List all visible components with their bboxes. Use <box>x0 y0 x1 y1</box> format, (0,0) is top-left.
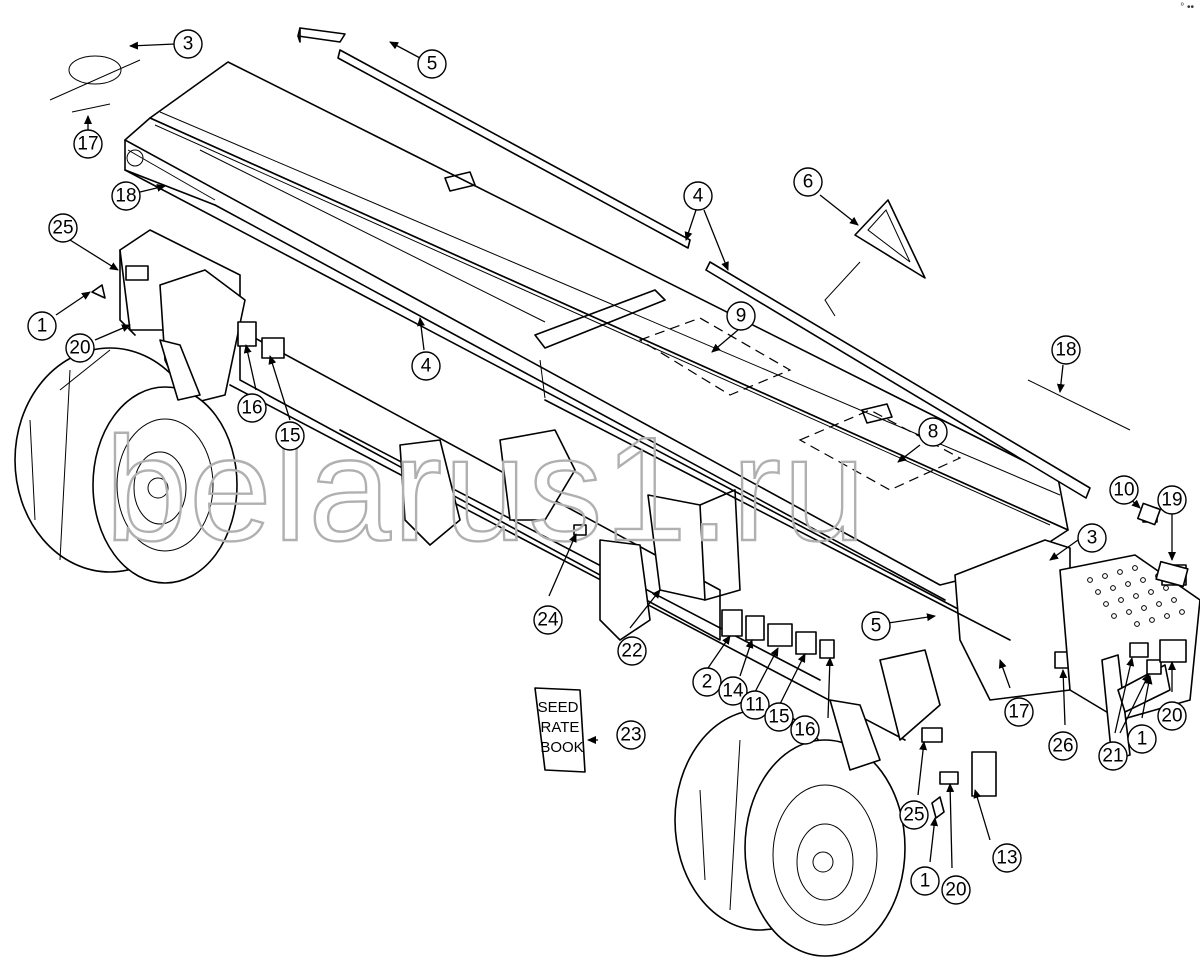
callout-1-left: 1 <box>27 311 57 341</box>
seed-rate-book-line1: SEED <box>538 699 579 716</box>
svg-text:25: 25 <box>52 218 73 239</box>
callout-26: 26 <box>1048 731 1078 761</box>
svg-text:18: 18 <box>115 186 136 207</box>
right-wheel-assembly <box>674 649 941 957</box>
svg-text:21: 21 <box>1102 746 1123 767</box>
callout-15-right: 15 <box>764 702 794 732</box>
callout-25-right: 25 <box>899 800 929 830</box>
callout-4-strips: 4 <box>683 181 713 211</box>
callout-3-right: 3 <box>1077 523 1107 553</box>
svg-text:15: 15 <box>279 426 300 447</box>
callout-21: 21 <box>1098 741 1128 771</box>
svg-text:6: 6 <box>803 172 814 193</box>
svg-text:3: 3 <box>183 34 194 55</box>
callout-17-right: 17 <box>1004 697 1034 727</box>
callout-19: 19 <box>1157 485 1187 515</box>
callout-16-left: 16 <box>237 393 267 423</box>
decal-strip <box>721 609 835 659</box>
callout-6-triangle: 6 <box>793 167 823 197</box>
callout-9-decal: 9 <box>726 301 756 331</box>
svg-text:25: 25 <box>903 805 924 826</box>
corner-mark: ° •• <box>1180 2 1194 13</box>
callout-15-left: 15 <box>275 421 305 451</box>
svg-text:17: 17 <box>1008 702 1029 723</box>
callouts: 3 5 17 18 25 1 20 16 15 4 4 6 9 8 18 3 1… <box>27 29 1187 905</box>
svg-text:20: 20 <box>1161 706 1182 727</box>
svg-text:23: 23 <box>620 725 641 746</box>
svg-text:14: 14 <box>722 681 744 702</box>
svg-text:24: 24 <box>537 610 559 631</box>
svg-text:20: 20 <box>69 338 90 359</box>
callout-4-front: 4 <box>411 351 441 381</box>
seed-rate-book: SEED RATE BOOK <box>534 687 586 773</box>
callout-5-top: 5 <box>417 49 447 79</box>
callout-18-left: 18 <box>111 181 141 211</box>
callout-20-left: 20 <box>65 333 95 363</box>
callout-1-bottom: 1 <box>910 866 940 896</box>
svg-text:5: 5 <box>427 54 438 75</box>
drill-frame <box>119 229 1072 797</box>
svg-text:16: 16 <box>794 720 815 741</box>
svg-text:18: 18 <box>1055 340 1076 361</box>
svg-text:19: 19 <box>1161 490 1182 511</box>
callout-13: 13 <box>992 843 1022 873</box>
callout-8-decal: 8 <box>918 417 948 447</box>
left-wheel-assembly <box>14 339 238 584</box>
callout-16-right: 16 <box>790 715 820 745</box>
callout-1-right: 1 <box>1127 724 1157 754</box>
callout-23: 23 <box>616 720 646 750</box>
callout-14: 14 <box>718 676 748 706</box>
callout-10: 10 <box>1109 475 1139 505</box>
svg-text:10: 10 <box>1113 480 1134 501</box>
seed-hopper <box>124 61 1071 701</box>
callout-24: 24 <box>533 605 563 635</box>
svg-text:8: 8 <box>928 422 939 443</box>
callout-25-left: 25 <box>48 213 78 243</box>
svg-text:5: 5 <box>871 616 882 637</box>
callout-3-left: 3 <box>173 29 203 59</box>
svg-text:2: 2 <box>702 672 713 693</box>
svg-text:16: 16 <box>241 398 262 419</box>
svg-text:26: 26 <box>1052 736 1073 757</box>
svg-text:22: 22 <box>621 641 642 662</box>
callout-20-bottom: 20 <box>941 875 971 905</box>
walkboard-holes <box>1087 565 1185 627</box>
svg-text:1: 1 <box>37 316 48 337</box>
svg-text:11: 11 <box>745 695 765 716</box>
svg-text:1: 1 <box>920 871 931 892</box>
callout-20-right: 20 <box>1157 701 1187 731</box>
svg-text:13: 13 <box>996 848 1017 869</box>
watermark: belarus1.ru <box>105 407 867 572</box>
seed-rate-book-line3: BOOK <box>540 739 583 756</box>
svg-text:1: 1 <box>1137 729 1148 750</box>
svg-text:17: 17 <box>77 134 98 155</box>
callout-22: 22 <box>617 636 647 666</box>
svg-text:4: 4 <box>421 356 432 377</box>
svg-text:3: 3 <box>1087 528 1098 549</box>
svg-text:20: 20 <box>945 880 966 901</box>
callout-17-left: 17 <box>73 129 103 159</box>
callout-5-right: 5 <box>861 611 891 641</box>
svg-text:4: 4 <box>693 186 704 207</box>
seed-rate-book-line2: RATE <box>541 719 580 736</box>
svg-text:9: 9 <box>736 306 747 327</box>
callout-18-right: 18 <box>1051 335 1081 365</box>
svg-text:15: 15 <box>768 707 789 728</box>
callout-11: 11 <box>740 690 770 720</box>
callout-2: 2 <box>692 667 722 697</box>
